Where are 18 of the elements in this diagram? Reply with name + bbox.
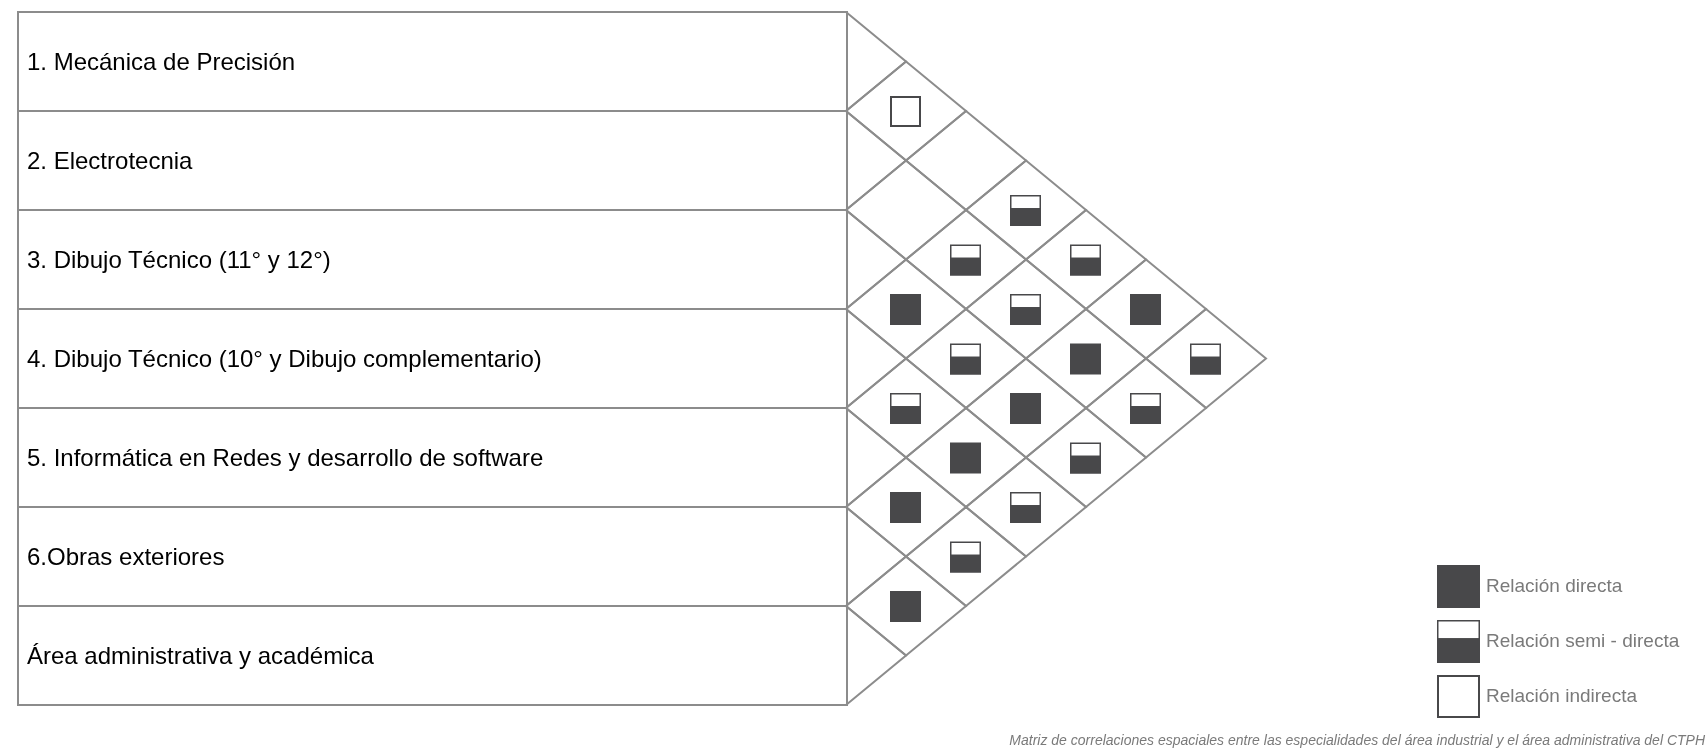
specialty-row-box bbox=[17, 308, 848, 409]
row-label: 2. Electrotecnia bbox=[27, 145, 194, 176]
specialty-row-box bbox=[17, 605, 848, 706]
specialty-row-box bbox=[17, 11, 848, 112]
legend-label: Relación semi - directa bbox=[1486, 629, 1680, 654]
row-label: 3. Dibujo Técnico (11° y 12°) bbox=[27, 244, 332, 275]
row-label: 4. Dibujo Técnico (10° y Dibujo complementario) bbox=[27, 343, 543, 374]
legend-label: Relación directa bbox=[1486, 574, 1623, 599]
legend-label: Relación indirecta bbox=[1486, 684, 1638, 709]
specialty-row-box bbox=[17, 506, 848, 607]
row-label: 1. Mecánica de Precisión bbox=[27, 46, 297, 77]
row-label: Área administrativa y académica bbox=[27, 640, 375, 671]
specialty-row-box bbox=[17, 110, 848, 211]
row-label: 5. Informática en Redes y desarrollo de software bbox=[27, 442, 545, 473]
caption: Matriz de correlaciones espaciales entre las especialidades del área industrial y el área administrativa del CTPH bbox=[1009, 731, 1705, 750]
specialty-row-box bbox=[17, 407, 848, 508]
row-label: 6.Obras exteriores bbox=[27, 541, 226, 572]
specialty-row-box bbox=[17, 209, 848, 310]
